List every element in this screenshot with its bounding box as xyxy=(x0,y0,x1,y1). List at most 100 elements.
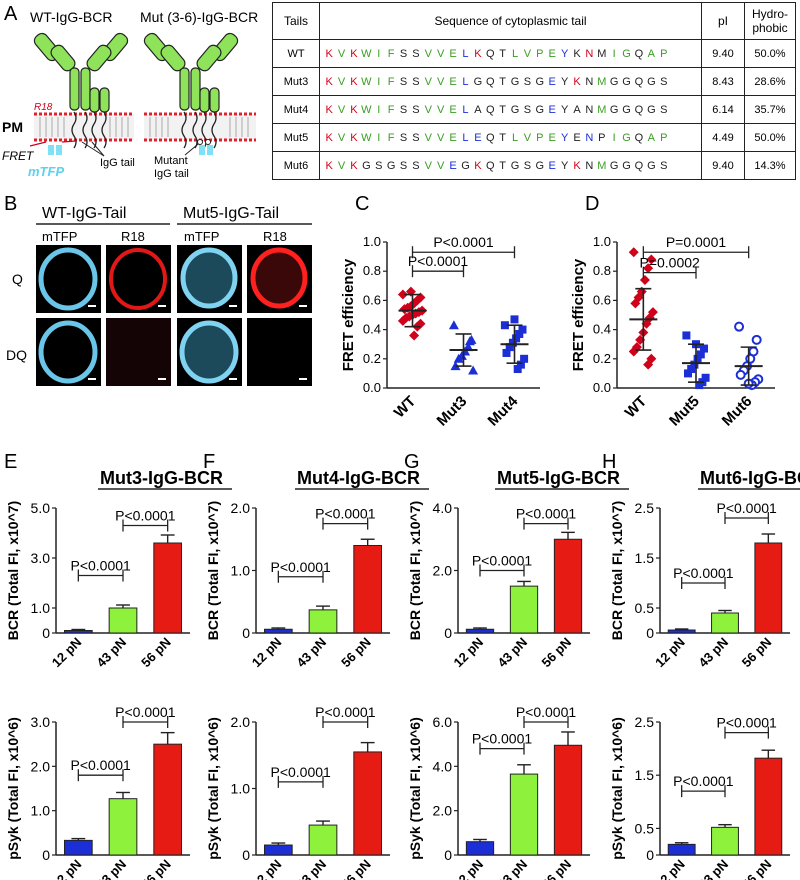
y-tick-label: 1.0 xyxy=(363,234,381,249)
data-point xyxy=(468,365,479,375)
hydrophobic-cell: 50.0% xyxy=(744,39,796,68)
residue: L xyxy=(462,75,469,88)
residue: N xyxy=(585,131,594,144)
residue: Q xyxy=(634,103,644,116)
y-axis-label: pSyk (Total FI, x10^6) xyxy=(609,717,625,860)
residue: G xyxy=(622,47,631,60)
y-tick-label: 0.6 xyxy=(593,292,611,307)
residue: T xyxy=(499,47,507,60)
chart-title: Mut6-IgG-BCR xyxy=(700,468,800,488)
x-tick-label: 43 pN xyxy=(494,857,530,880)
p-value-label: P<0.0001 xyxy=(472,731,533,747)
data-point xyxy=(630,298,641,309)
residue: I xyxy=(377,131,381,144)
residue: W xyxy=(361,47,372,60)
data-point xyxy=(696,350,705,359)
data-point xyxy=(693,354,702,363)
residue: V xyxy=(337,75,346,88)
table-header: Sequence of cytoplasmic tail xyxy=(319,2,702,40)
p-value-label: P<0.0001 xyxy=(270,764,331,780)
residue: L xyxy=(511,47,519,60)
y-tick-label: 1.0 xyxy=(31,600,51,616)
y-tick-label: 1.5 xyxy=(635,550,655,566)
residue: E xyxy=(449,131,457,144)
data-point xyxy=(518,325,527,334)
bar xyxy=(754,542,783,634)
y-tick-label: 0 xyxy=(444,625,452,641)
pi-cell: 4.49 xyxy=(701,123,745,152)
residue: E xyxy=(548,131,556,144)
bar xyxy=(153,743,183,856)
x-tick-label: 43 pN xyxy=(93,857,129,880)
residue: S xyxy=(523,159,532,172)
bar xyxy=(108,798,138,856)
data-point xyxy=(516,360,525,369)
residue: G xyxy=(622,75,631,88)
hydrophobic-cell: 14.3% xyxy=(744,151,796,180)
data-point xyxy=(628,247,639,258)
y-axis-label: BCR (Total FI, x10^7) xyxy=(205,501,221,640)
bar xyxy=(711,826,739,856)
residue: S xyxy=(660,75,668,88)
residue: K xyxy=(325,75,333,88)
data-point xyxy=(397,289,408,300)
hydrophobic-cell: 50.0% xyxy=(744,123,796,152)
panel-letter-g: G xyxy=(404,451,420,473)
table-header: pI xyxy=(701,2,745,40)
micrograph-col-label: R18 xyxy=(263,229,287,244)
p-value-label: P<0.0001 xyxy=(70,757,131,773)
y-axis-label: FRET efficiency xyxy=(570,258,587,371)
micrograph-panel: WT-IgG-Tail Mut5-IgG-Tail mTFP R18 mTFP … xyxy=(6,205,312,386)
pi-cell: 9.40 xyxy=(701,39,745,68)
residue: K xyxy=(474,47,482,60)
plasma-membrane xyxy=(34,111,256,149)
residue: K xyxy=(350,159,358,172)
x-tick-label: 56 pN xyxy=(338,857,374,880)
data-point xyxy=(510,315,519,324)
residue: V xyxy=(437,131,445,144)
residue: P xyxy=(598,131,606,144)
data-point xyxy=(687,365,696,374)
residue: S xyxy=(412,159,420,172)
mut-bcr-title: Mut (3-6)-IgG-BCR xyxy=(140,9,258,25)
table-header-row: Tails Sequence of cytoplasmic tail pI Hy… xyxy=(272,2,796,40)
residue: I xyxy=(377,103,381,116)
sequence-table: Tails Sequence of cytoplasmic tail pI Hy… xyxy=(272,2,796,180)
tail-name-cell: Mut5 xyxy=(272,123,320,152)
data-point xyxy=(505,343,514,352)
residue: S xyxy=(523,75,532,88)
bar xyxy=(509,773,539,856)
y-axis-label: FRET efficiency xyxy=(340,258,357,371)
bar xyxy=(308,609,338,634)
residue: E xyxy=(449,75,457,88)
residue: Q xyxy=(485,75,495,88)
residue: Q xyxy=(485,47,495,60)
residue: G xyxy=(647,103,656,116)
x-tick-label: 12 pN xyxy=(249,857,285,880)
y-tick-label: 3.0 xyxy=(31,550,51,566)
x-tick-label: 12 pN xyxy=(450,857,486,880)
x-tick-label: Mut6 xyxy=(719,393,756,430)
micrograph-mut-title: Mut5-IgG-Tail xyxy=(183,205,279,222)
residue: K xyxy=(350,131,358,144)
data-point xyxy=(628,346,639,357)
residue: Q xyxy=(485,131,495,144)
residue: T xyxy=(499,159,507,172)
residue: W xyxy=(361,131,372,144)
y-axis-label: pSyk (Total FI, x10^6) xyxy=(205,717,221,860)
residue: V xyxy=(437,75,445,88)
residue: V xyxy=(424,47,432,60)
residue: V xyxy=(424,103,432,116)
panel-letter-d: D xyxy=(585,193,599,215)
y-tick-label: 2.0 xyxy=(31,758,51,774)
data-point xyxy=(646,254,657,265)
